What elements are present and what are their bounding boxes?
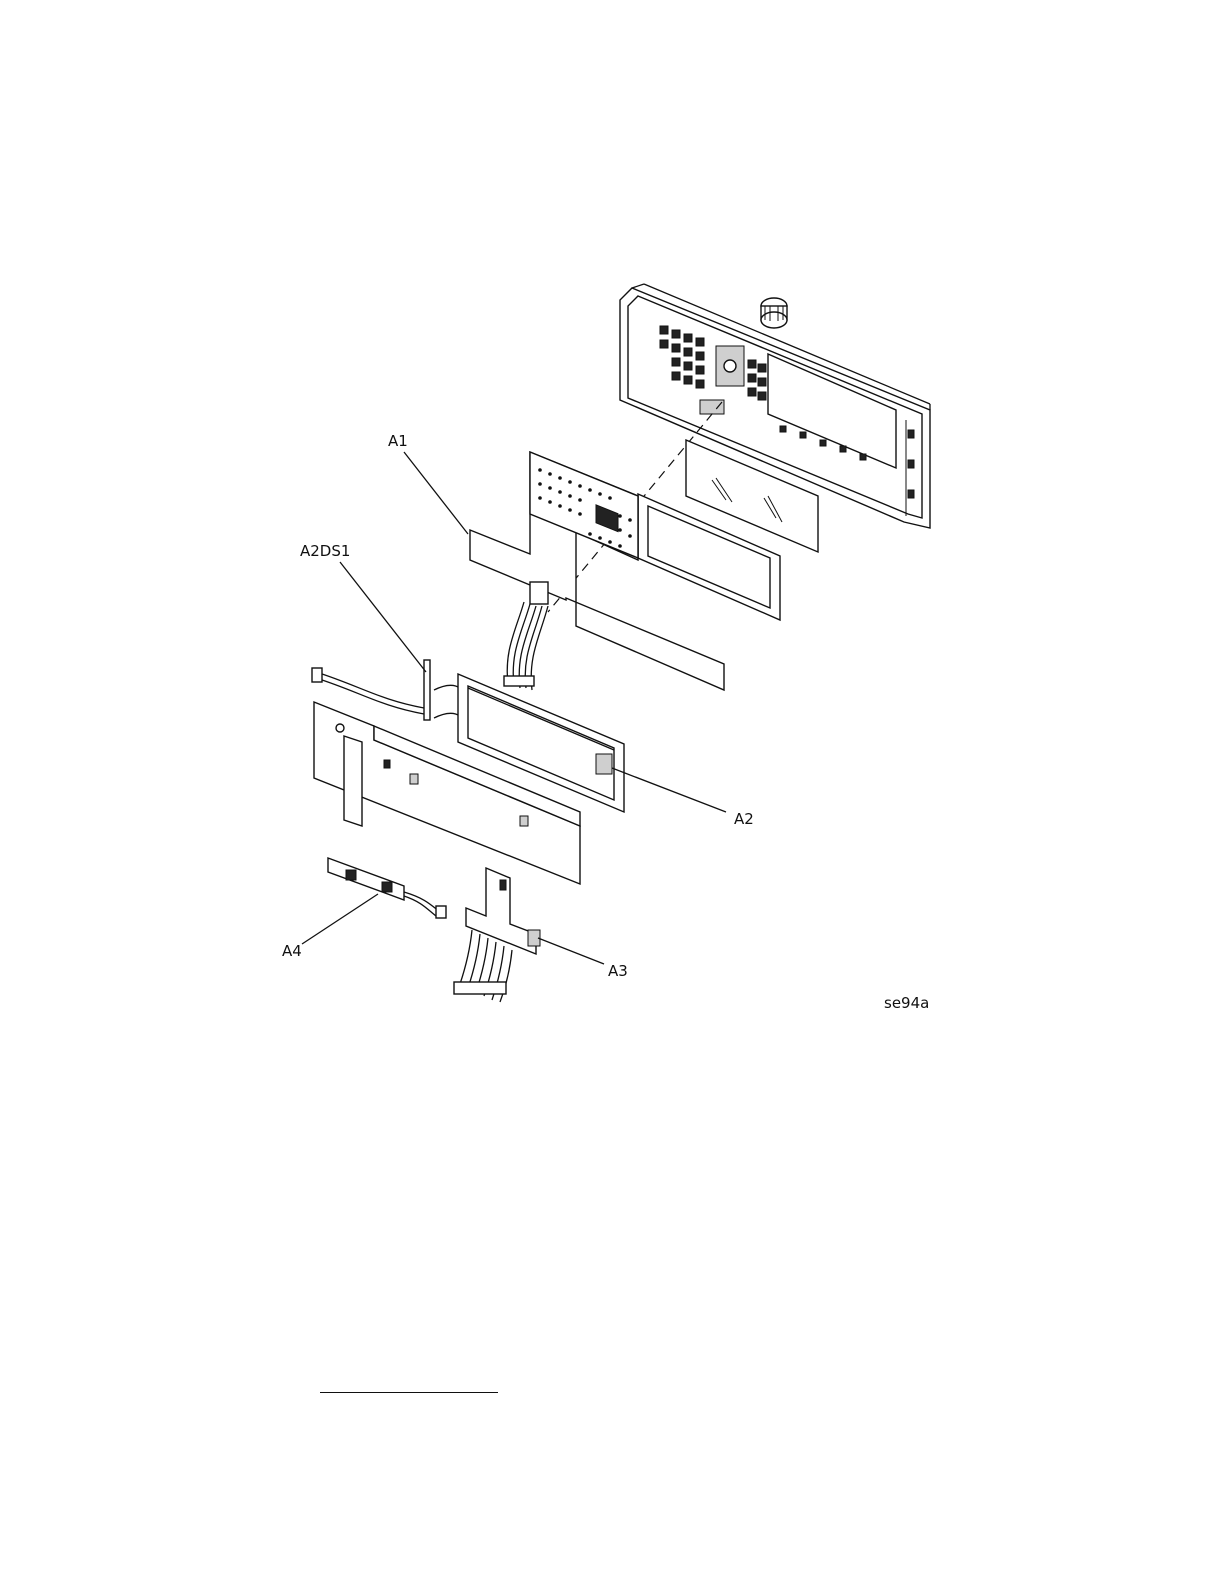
callout-a4: A4 <box>282 942 302 960</box>
a2ds1-leader-line <box>340 562 426 672</box>
callout-a1: A1 <box>388 432 408 450</box>
rotary-knob <box>761 298 787 328</box>
callout-a3: A3 <box>608 962 628 980</box>
a3-board <box>454 868 540 1002</box>
a2-leader-line <box>612 768 726 812</box>
a1-leader-line <box>404 452 468 534</box>
a1-ribbon-cable <box>504 582 548 690</box>
footnote-rule <box>320 1392 498 1393</box>
a3-leader-line <box>538 938 604 964</box>
a4-board <box>328 858 446 918</box>
callout-a2ds1: A2DS1 <box>300 542 350 560</box>
figure-id: se94a <box>884 994 929 1012</box>
a4-leader-line <box>302 894 378 944</box>
callout-a2: A2 <box>734 810 754 828</box>
